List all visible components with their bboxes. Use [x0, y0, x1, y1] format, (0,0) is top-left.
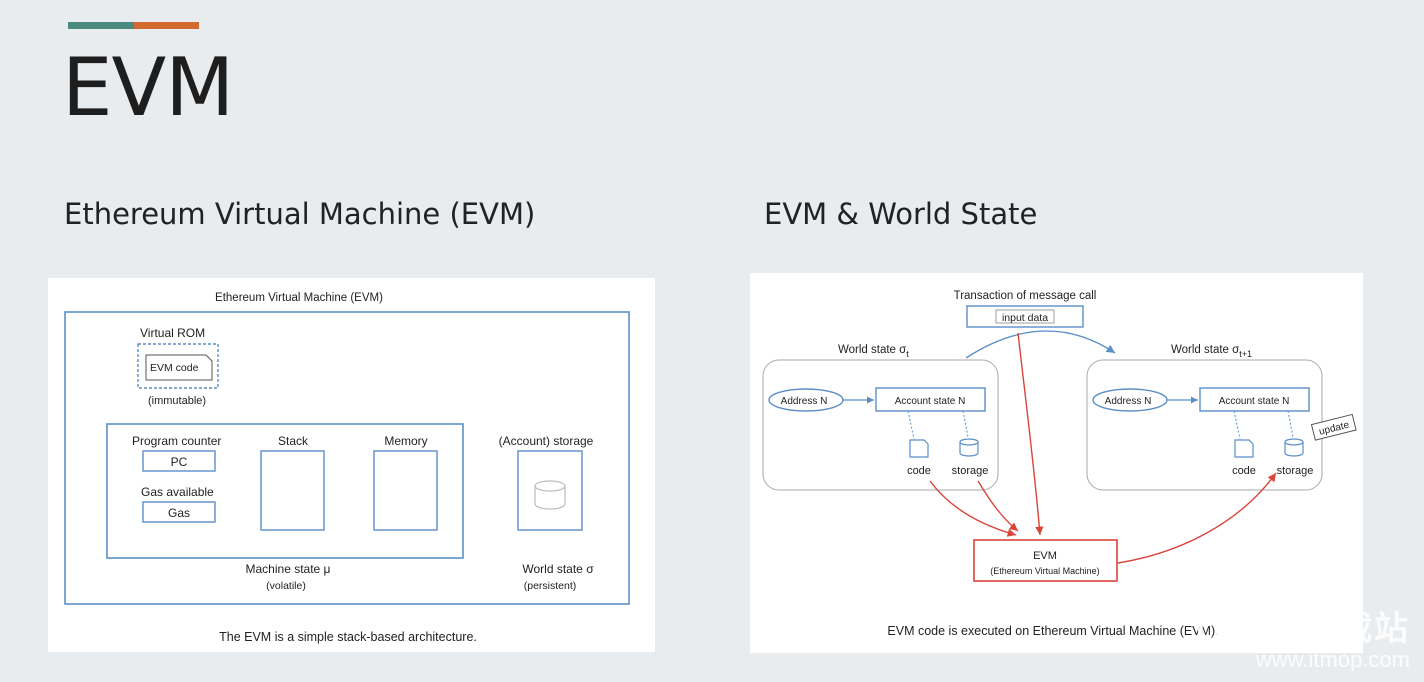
input-to-evm-arrow [1017, 332, 1044, 536]
left-column-heading: Ethereum Virtual Machine (EVM) [64, 197, 536, 231]
memory-box [373, 450, 438, 531]
virtual-rom-label: Virtual ROM [140, 326, 205, 340]
account-right-box [1199, 387, 1310, 412]
evm-world-state-svg: Transaction of message call input data W… [762, 290, 1357, 638]
gas-box [142, 501, 216, 523]
code-left-label: code [907, 465, 931, 477]
address-right-label: Address N [1105, 396, 1152, 407]
gas-available-label: Gas available [141, 485, 214, 499]
evm-outer-box [64, 311, 630, 605]
stack-label: Stack [278, 434, 309, 448]
storage-left-database-icon [959, 438, 979, 457]
account-to-storage-left-line [962, 410, 969, 438]
account-to-storage-right-line [1287, 410, 1294, 438]
account-storage-label: (Account) storage [499, 434, 594, 448]
virtual-rom-box [137, 343, 219, 389]
storage-to-evm-arrow [977, 480, 1019, 532]
watermark: IT之家下载站 www.itmop.com [1196, 610, 1410, 672]
account-left-label: Account state N [895, 396, 966, 407]
evm-world-state-diagram: Transaction of message call input data W… [750, 273, 1363, 653]
memory-label: Memory [384, 434, 427, 448]
transaction-label: Transaction of message call [954, 290, 1097, 302]
update-tag: update [1310, 413, 1357, 441]
pc-label: PC [171, 455, 188, 469]
code-right-file-icon [1234, 439, 1254, 458]
evm-full-label: (Ethereum Virtual Machine) [990, 566, 1099, 576]
slide-title: EVM [62, 41, 234, 134]
evm-architecture-svg: Ethereum Virtual Machine (EVM) Virtual R… [64, 292, 630, 644]
machine-state-box [106, 423, 464, 559]
persistent-label: (persistent) [524, 580, 577, 592]
accent-bar-orange [134, 22, 199, 29]
world-state-left-label: World state σt [838, 344, 909, 359]
code-left-file-icon [909, 439, 929, 458]
storage-right-label: storage [1277, 465, 1314, 477]
account-right-label: Account state N [1219, 396, 1290, 407]
accent-bar-green [68, 22, 134, 29]
input-data-inner-box [995, 309, 1055, 324]
account-left-box [875, 387, 986, 412]
account-to-code-left-line [907, 410, 915, 440]
evm-outer-title: Ethereum Virtual Machine (EVM) [215, 292, 383, 304]
storage-left-label: storage [952, 465, 989, 477]
pc-box [142, 450, 216, 472]
code-right-label: code [1232, 465, 1256, 477]
right-caption: EVM code is executed on Ethereum Virtual… [887, 624, 1218, 638]
stack-box [260, 450, 325, 531]
program-counter-label: Program counter [132, 434, 221, 448]
world-state-right-label: World state σt+1 [1171, 344, 1252, 359]
watermark-url: www.itmop.com [1255, 647, 1410, 672]
state-transition-arrow [965, 330, 1116, 359]
volatile-label: (volatile) [266, 580, 306, 592]
immutable-label: (immutable) [148, 395, 206, 407]
left-caption: The EVM is a simple stack-based architec… [219, 630, 477, 644]
evm-box [973, 539, 1118, 582]
machine-state-label: Machine state μ [246, 562, 331, 576]
account-to-code-right-line [1233, 410, 1241, 440]
watermark-top: IT之家下载站 [1195, 610, 1410, 648]
right-column-heading: EVM & World State [764, 197, 1038, 231]
evm-code-label: EVM code [150, 362, 199, 374]
evm-code-file-icon [145, 354, 213, 381]
database-icon [534, 480, 566, 510]
code-to-evm-arrow [929, 480, 1017, 537]
evm-architecture-diagram: Ethereum Virtual Machine (EVM) Virtual R… [48, 278, 655, 652]
address-left-label: Address N [781, 396, 828, 407]
world-state-label: World state σ [522, 562, 594, 576]
input-data-label: input data [1002, 312, 1048, 324]
storage-right-database-icon [1284, 438, 1304, 457]
evm-label: EVM [1033, 550, 1057, 562]
gas-label: Gas [168, 506, 190, 520]
evm-to-storage-arrow [1117, 472, 1277, 564]
